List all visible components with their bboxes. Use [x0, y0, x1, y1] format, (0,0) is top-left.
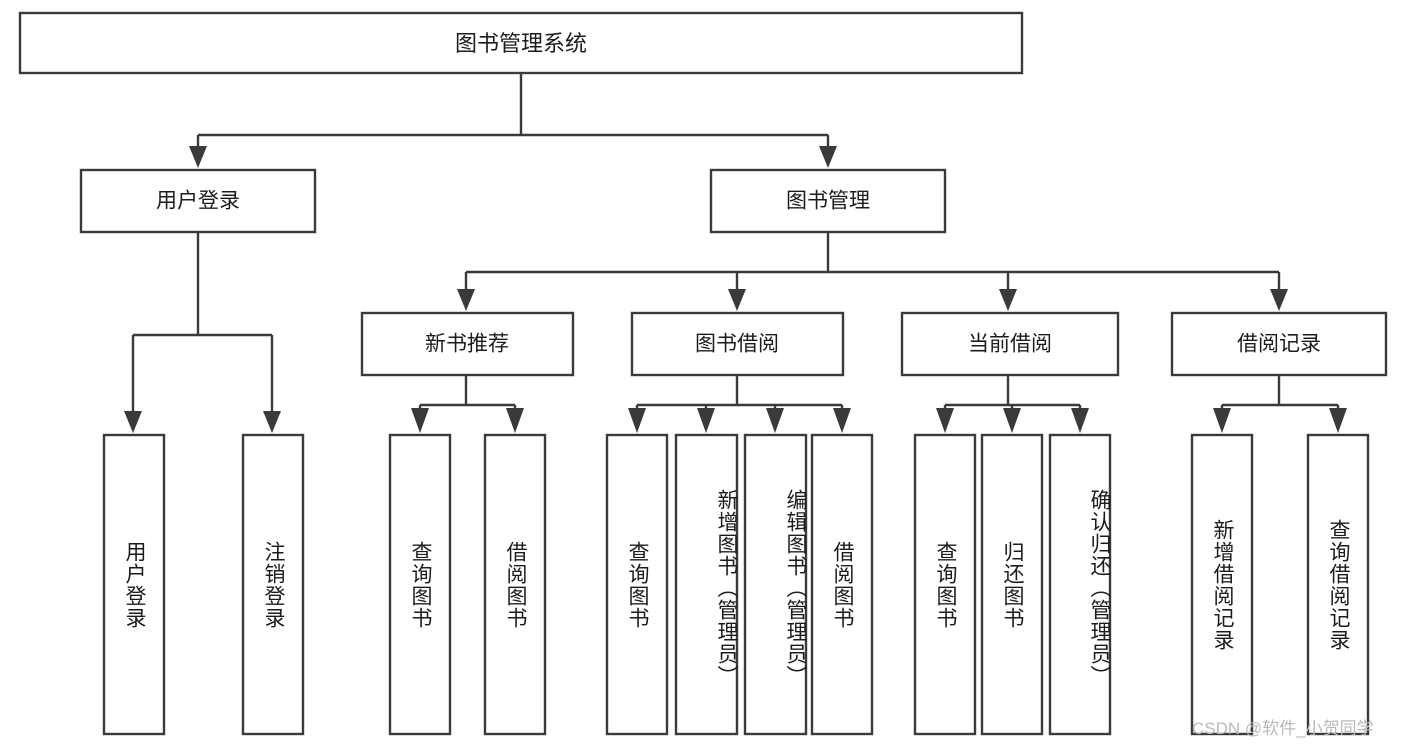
arrowhead-leaf-query-book-3 [936, 408, 954, 433]
leaf-box-add-record[interactable] [1190, 433, 1254, 736]
connector-layer [124, 73, 1347, 433]
leaf-box-query-record[interactable] [1306, 433, 1370, 736]
node-book-borrow-label: 图书借阅 [695, 333, 779, 356]
leaf-box-return-book[interactable] [980, 433, 1044, 736]
arrowhead-newbook [457, 289, 475, 311]
arrowhead-leaf-query-book-2 [628, 408, 646, 433]
node-book-management[interactable]: 图书管理 [709, 168, 947, 234]
leaf-box-query-book-3[interactable] [913, 433, 977, 736]
arrowhead-login [189, 146, 207, 168]
node-borrow-records-label: 借阅记录 [1237, 333, 1321, 356]
arrowhead-leaf-add-book [697, 408, 715, 433]
arrowhead-leaf-query-book-1 [411, 408, 429, 433]
node-root-system[interactable]: 图书管理系统 [18, 11, 1024, 75]
node-user-login-label: 用户登录 [156, 190, 240, 213]
node-current-borrow[interactable]: 当前借阅 [900, 311, 1120, 377]
arrowhead-current [999, 289, 1017, 311]
arrowhead-leaf-logout [263, 411, 281, 433]
csdn-watermark: CSDN @软件_小贺同学 [1192, 719, 1374, 738]
leaf-box-confirm-return[interactable] [1048, 433, 1112, 736]
node-book-management-box[interactable] [709, 168, 947, 234]
node-current-borrow-box[interactable] [900, 311, 1120, 377]
leaf-box-add-book[interactable] [674, 433, 739, 736]
node-borrow-records-box[interactable] [1170, 311, 1388, 377]
arrowhead-leaf-add-record [1213, 408, 1231, 433]
node-new-book-recommend-box[interactable] [360, 311, 575, 377]
node-user-login[interactable]: 用户登录 [79, 168, 317, 234]
arrowhead-leaf-return-book [1003, 408, 1021, 433]
leaf-box-query-book-2[interactable] [605, 433, 669, 736]
node-new-book-recommend[interactable]: 新书推荐 [360, 311, 575, 377]
arrowhead-leaf-confirm-return [1071, 408, 1089, 433]
node-book-management-label: 图书管理 [786, 190, 870, 213]
leaf-box-query-book-1[interactable] [388, 433, 452, 736]
arrowhead-leaf-borrow-book-1 [506, 408, 524, 433]
node-current-borrow-label: 当前借阅 [968, 333, 1052, 356]
leaf-box-layer [102, 433, 1370, 736]
leaf-box-user-login[interactable] [102, 433, 166, 736]
arrowhead-bookmgmt [819, 146, 837, 168]
node-book-borrow[interactable]: 图书借阅 [630, 311, 845, 377]
leaf-box-borrow-book-1[interactable] [483, 433, 547, 736]
leaf-box-borrow-book-2[interactable] [810, 433, 874, 736]
node-borrow-records[interactable]: 借阅记录 [1170, 311, 1388, 377]
arrowhead-leaf-borrow-book-2 [833, 408, 851, 433]
node-new-book-recommend-label: 新书推荐 [425, 333, 509, 356]
leaf-box-edit-book[interactable] [743, 433, 808, 736]
node-book-borrow-box[interactable] [630, 311, 845, 377]
leaf-box-logout[interactable] [241, 433, 305, 736]
arrowhead-borrow [728, 289, 746, 311]
node-root-label: 图书管理系统 [455, 31, 587, 56]
arrowhead-leaf-edit-book [766, 408, 784, 433]
arrowhead-leaf-query-record [1329, 408, 1347, 433]
node-user-login-box[interactable] [79, 168, 317, 234]
arrowhead-leaf-user-login [124, 411, 142, 433]
arrowhead-records [1270, 289, 1288, 311]
node-root-box[interactable] [18, 11, 1024, 75]
